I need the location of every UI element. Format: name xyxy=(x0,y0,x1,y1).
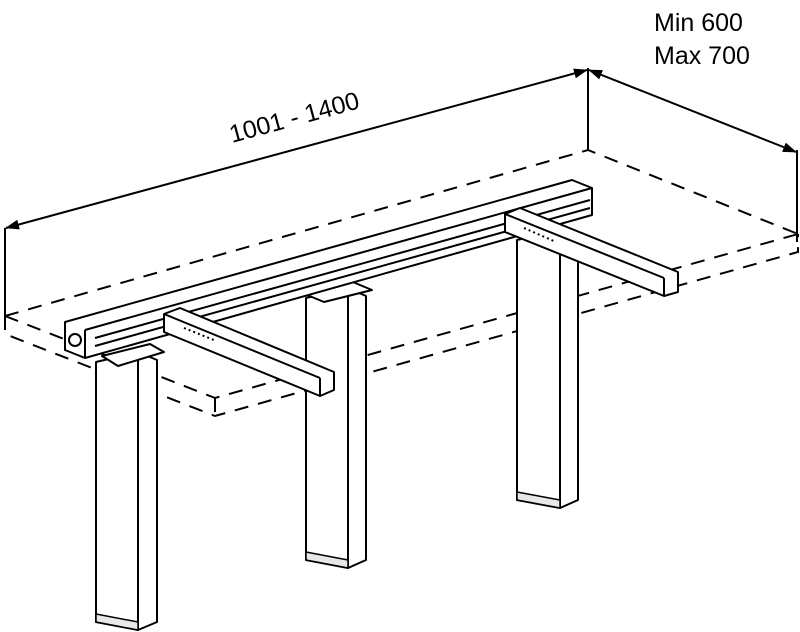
depth-min-label: Min 600 xyxy=(654,9,743,37)
length-label: 1001 - 1400 xyxy=(226,87,362,149)
leg-middle xyxy=(299,279,373,569)
arm-front xyxy=(163,307,335,397)
depth-dimension-line xyxy=(588,69,798,242)
leg-front xyxy=(95,343,165,631)
depth-max-label: Max 700 xyxy=(654,42,750,70)
arm-back xyxy=(504,207,679,297)
leg-back xyxy=(516,229,579,509)
length-dimension-line xyxy=(4,68,589,322)
